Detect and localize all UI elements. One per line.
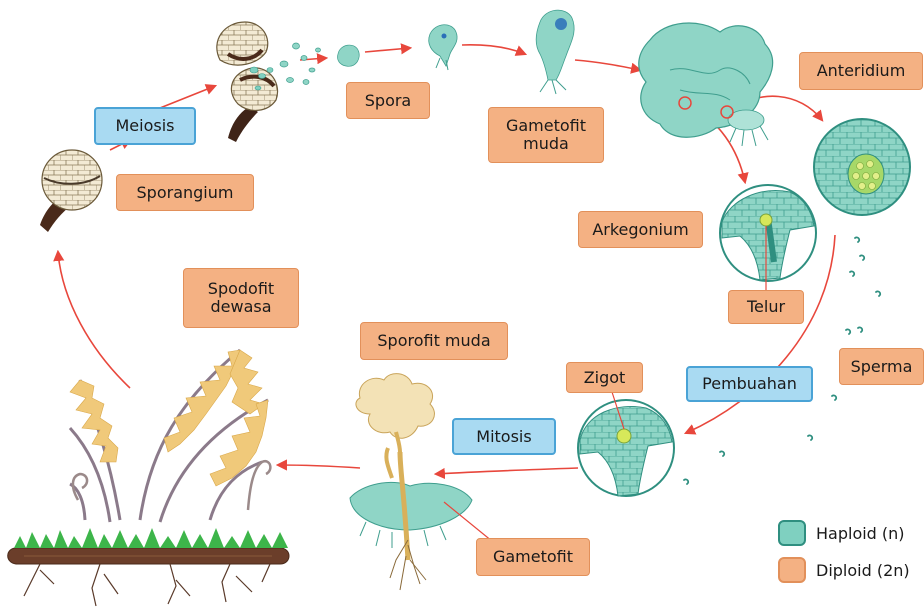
zygote-magnified: [578, 392, 674, 496]
arrow-spora-to-germinating: [365, 48, 410, 52]
diploid-swatch: [778, 557, 806, 583]
diploid-legend-text: Diploid (2n): [816, 561, 910, 580]
mature-gametophyte: [639, 23, 773, 146]
legend-diploid: Diploid (2n): [778, 557, 910, 583]
legend-haploid: Haploid (n): [778, 520, 905, 546]
arrow-adult-to-sporangium: [58, 252, 130, 388]
adult-sporophyte-label: Spodofit dewasa: [183, 268, 299, 328]
young-sporophyte-label: Sporofit muda: [360, 322, 508, 360]
arrow-young-to-adult-sporophyte: [278, 465, 360, 468]
arrow-zygote-to-young-sporophyte: [436, 468, 578, 474]
arrow-meiosis-to-sporangium-open: [160, 86, 215, 108]
sporangium-closed: [40, 150, 102, 232]
spora-label: Spora: [346, 82, 430, 119]
released-spores: [280, 43, 359, 85]
arrow-to-young-gametophyte: [462, 45, 525, 54]
germinating-spore: [429, 25, 457, 70]
gametophyte-label: Gametofit: [476, 538, 590, 576]
zygote-label: Zigot: [566, 362, 643, 393]
archegonium-label: Arkegonium: [578, 211, 703, 248]
antheridium-magnified: [814, 119, 910, 215]
young-gametophyte-label: Gametofit muda: [488, 107, 604, 163]
haploid-legend-text: Haploid (n): [816, 524, 905, 543]
sperm-label: Sperma: [839, 348, 924, 385]
sporangium-label: Sporangium: [116, 174, 254, 211]
egg-label: Telur: [728, 290, 804, 324]
antheridium-label: Anteridium: [799, 52, 923, 90]
meiosis-label: Meiosis: [94, 107, 196, 145]
fertilization-label: Pembuahan: [686, 366, 813, 402]
haploid-swatch: [778, 520, 806, 546]
arrow-to-mature-gametophyte: [575, 60, 640, 70]
soil-log: [8, 528, 289, 606]
archegonium-magnified: [720, 185, 816, 288]
adult-fern: [70, 350, 270, 522]
sporangium-opening: [217, 22, 278, 142]
mitosis-label: Mitosis: [452, 418, 556, 455]
young-gametophyte: [536, 10, 574, 94]
